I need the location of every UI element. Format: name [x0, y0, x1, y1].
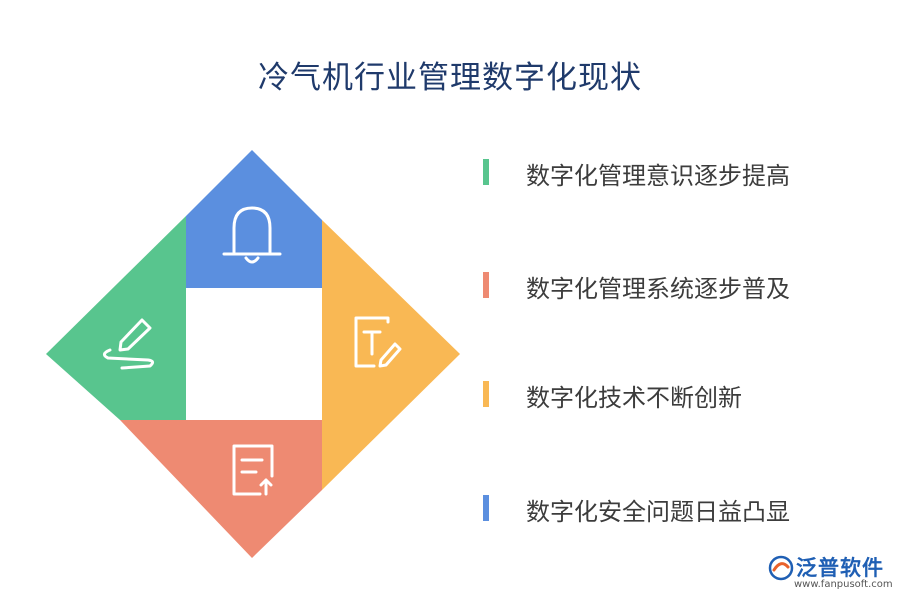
logo-icon — [768, 555, 794, 581]
list-marker — [483, 159, 489, 185]
page-title: 冷气机行业管理数字化现状 — [258, 60, 642, 96]
list-item-label: 数字化管理系统逐步普及 — [526, 275, 790, 303]
list-item-label: 数字化管理意识逐步提高 — [526, 162, 790, 190]
diamond-center — [186, 288, 322, 420]
logo-url: www.fanpusoft.com — [794, 579, 893, 590]
list-marker — [483, 381, 489, 407]
logo-text: 泛普软件 — [796, 556, 884, 580]
diamond-right-segment — [322, 220, 460, 490]
diamond-top-segment — [186, 150, 322, 288]
diamond-left-segment — [46, 216, 186, 420]
diamond-bottom-segment — [120, 420, 322, 558]
document-upload-icon — [232, 444, 274, 496]
list-marker — [483, 272, 489, 298]
list-item-label: 数字化安全问题日益凸显 — [526, 498, 790, 526]
list-marker — [483, 495, 489, 521]
pen-draw-icon — [103, 318, 155, 370]
list-item-label: 数字化技术不断创新 — [526, 384, 742, 412]
bell-icon — [222, 206, 282, 264]
brand-logo: 泛普软件 www.fanpusoft.com — [768, 553, 893, 595]
text-edit-icon — [354, 316, 402, 368]
